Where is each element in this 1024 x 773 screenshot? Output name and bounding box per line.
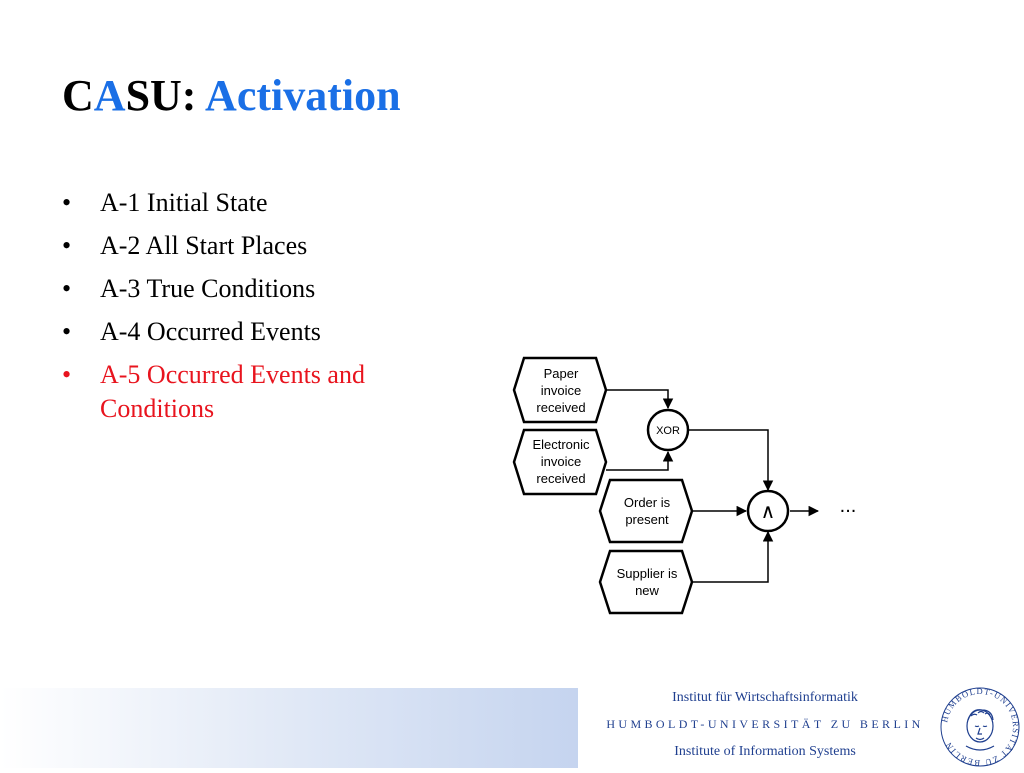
- paper-label-line2: invoice: [541, 383, 581, 398]
- continuation-ellipsis: ...: [840, 495, 857, 517]
- bullet-text: A-4 Occurred Events: [100, 317, 321, 346]
- paper-label-line3: received: [536, 400, 585, 415]
- and-label: ∧: [761, 501, 776, 523]
- footer-line-institute: Institute of Information Systems: [674, 744, 856, 759]
- electronic-label-line2: invoice: [541, 454, 581, 469]
- seal-icon: HUMBOLDT-UNIVERSITÄT ZU BERLIN: [939, 686, 1020, 768]
- bullet-marker: •: [62, 274, 72, 303]
- epc-diagram-svg: Paper invoice received Electronic invoic…: [512, 356, 857, 615]
- bullet-item-a5: • A-5 Occurred Events and Conditions: [62, 358, 402, 426]
- footer-line-institut: Institut für Wirtschaftsinformatik: [672, 690, 858, 705]
- epc-diagram: Paper invoice received Electronic invoic…: [500, 350, 880, 625]
- footer-institution: Institut für Wirtschaftsinformatik HUMBO…: [600, 688, 930, 768]
- footer-gradient-band: [0, 688, 578, 768]
- edge-xor-to-and: [688, 429, 774, 492]
- university-seal-logo: HUMBOLDT-UNIVERSITÄT ZU BERLIN: [938, 686, 1022, 773]
- bullet-text: A-5 Occurred Events and Conditions: [100, 360, 365, 423]
- paper-label-line1: Paper: [544, 366, 579, 381]
- bullet-item-a3: • A-3 True Conditions: [62, 272, 402, 306]
- title-a: A: [93, 71, 126, 120]
- bullet-marker: •: [62, 360, 72, 389]
- order-label-line2: present: [625, 512, 669, 527]
- edge-supplier-to-and: [692, 530, 774, 583]
- title-c: C: [62, 71, 94, 120]
- supplier-label-line1: Supplier is: [617, 566, 678, 581]
- bullet-item-a4: • A-4 Occurred Events: [62, 315, 402, 349]
- event-supplier-is-new: [598, 549, 694, 615]
- electronic-label-line3: received: [536, 471, 585, 486]
- electronic-label-line1: Electronic: [532, 437, 590, 452]
- bullet-text: A-2 All Start Places: [100, 231, 308, 260]
- bullet-item-a2: • A-2 All Start Places: [62, 229, 402, 263]
- order-label-line1: Order is: [624, 495, 671, 510]
- bullet-list: • A-1 Initial State • A-2 All Start Places…: [62, 186, 402, 435]
- event-electronic-invoice-received: [512, 428, 608, 496]
- bullet-marker: •: [62, 231, 72, 260]
- supplier-label-line2: new: [635, 583, 659, 598]
- event-order-is-present: [598, 478, 694, 544]
- footer-line-university: HUMBOLDT-UNIVERSITÄT ZU BERLIN: [606, 717, 924, 731]
- xor-label: XOR: [656, 425, 680, 437]
- edge-electronic-to-xor: [606, 450, 674, 471]
- bullet-text: A-1 Initial State: [100, 188, 268, 217]
- title-activation: Activation: [205, 71, 401, 120]
- bullet-item-a1: • A-1 Initial State: [62, 186, 402, 220]
- bullet-marker: •: [62, 188, 72, 217]
- bullet-marker: •: [62, 317, 72, 346]
- edge-paper-to-xor: [606, 389, 674, 410]
- slide-title: CASU: Activation: [62, 70, 401, 122]
- bullet-text: A-3 True Conditions: [100, 274, 316, 303]
- xor-connector: [646, 408, 690, 452]
- and-connector: [746, 489, 790, 533]
- event-paper-invoice-received: [512, 356, 608, 424]
- title-su: SU:: [125, 71, 197, 120]
- connector-lines: [606, 389, 820, 583]
